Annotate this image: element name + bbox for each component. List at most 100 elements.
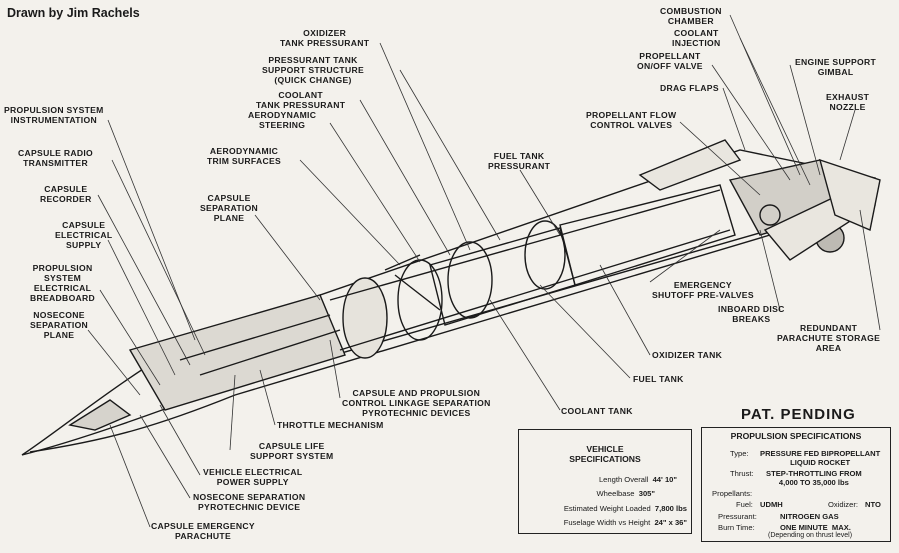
label-redundant-parachute-storage-area: REDUNDANT PARACHUTE STORAGE AREA xyxy=(777,323,881,353)
label-coolant-tank: COOLANT TANK xyxy=(561,406,633,416)
label-propellant-flow-control-valves: PROPELLANT FLOW CONTROL VALVES xyxy=(586,110,677,130)
label-oxidizer-tank-pressurant: OXIDIZER TANK PRESSURANT xyxy=(280,28,370,48)
leader-breadboard xyxy=(99,289,161,386)
leader-recorder xyxy=(97,194,191,366)
label-coolant-injection: COOLANT INJECTION xyxy=(672,28,721,48)
label-coolant-tank-pressurant: COOLANT TANK PRESSURANT xyxy=(256,90,346,110)
label-aerodynamic-trim-surfaces: AERODYNAMIC TRIM SURFACES xyxy=(207,146,282,166)
label-pressurant-tank-support: PRESSURANT TANK SUPPORT STRUCTURE (Quick… xyxy=(262,55,365,85)
propulsion-pressurant-value: NITROGEN GAS xyxy=(780,512,839,521)
label-combustion-chamber: COMBUSTION CHAMBER xyxy=(660,6,722,26)
leader-coolant-pressurant xyxy=(359,99,451,256)
leader-radio xyxy=(111,159,206,356)
leader-trim xyxy=(299,159,401,266)
capsule-section xyxy=(128,294,346,411)
propulsion-burn-value: ONE MINUTE MAX. xyxy=(780,523,851,532)
label-capsule-life-support-system: CAPSULE LIFE SUPPORT SYSTEM xyxy=(250,441,334,461)
leader-pressurant-support xyxy=(399,69,501,241)
leader-drag-flaps xyxy=(722,87,746,151)
leader-disc-brakes xyxy=(759,229,781,311)
leader-onoff-valve xyxy=(711,64,791,181)
fuselage-lower-line xyxy=(29,234,771,453)
label-fuel-tank: FUEL TANK xyxy=(633,374,684,384)
leader-flow-valves xyxy=(679,121,761,196)
propulsion-oxidizer-value: NTO xyxy=(865,500,881,509)
vehicle-spec-row: Estimated Weight Loaded 7,800 lbs xyxy=(563,504,687,513)
propulsion-oxidizer-key: Oxidizer: xyxy=(828,500,858,509)
vehicle-spec-row: Fuselage Width vs Height 24" x 36" xyxy=(563,518,687,527)
patent-pending: PAT. PENDING xyxy=(741,406,856,423)
label-capsule-radio-transmitter: CAPSULE RADIO TRANSMITTER xyxy=(18,148,94,168)
label-fuel-tank-pressurant: FUEL TANK PRESSURANT xyxy=(488,151,551,171)
propulsion-propellants-key: Propellants: xyxy=(712,489,753,498)
label-propellant-onoff-valve: PROPELLANT ON/OFF VALVE xyxy=(637,51,703,71)
propulsion-burn-note: (Depending on thrust level) xyxy=(768,532,853,539)
propulsion-type-value: PRESSURE FED BIPROPELLANT LIQUID ROCKET xyxy=(760,449,881,467)
vehicle-spec-row: Length Overall 44' 10" xyxy=(598,475,677,484)
tail-fin xyxy=(818,158,881,231)
label-capsule-propulsion-control-linkage: CAPSULE AND PROPULSION CONTROL LINKAGE S… xyxy=(342,388,491,418)
label-propulsion-system-electrical-breadboard: PROPULSION SYSTEM ELECTRICAL BREADBOARD xyxy=(30,263,96,303)
label-oxidizer-tank: OXIDIZER TANK xyxy=(652,350,723,360)
fuel-tank-body xyxy=(429,227,576,326)
leader-coolant-injection xyxy=(739,37,811,186)
label-nosecone-separation-plane: NOSECONE SEPARATION PLANE xyxy=(30,310,89,340)
oxidizer-tank-body xyxy=(559,184,736,286)
steering-struts xyxy=(384,254,441,311)
leader-coolant-tank xyxy=(489,299,561,411)
leader-oxidizer-tank xyxy=(599,264,651,356)
label-aerodynamic-steering: AERODYNAMIC STEERING xyxy=(248,110,317,130)
leader-oxidizer-pressurant xyxy=(379,42,471,251)
leader-aero-steering xyxy=(329,122,421,263)
propulsion-specifications-box: PROPULSION SPECIFICATIONS Type: PRESSURE… xyxy=(701,427,891,542)
vehicle-specifications-box: VEHICLE SPECIFICATIONS Length Overall 44… xyxy=(518,429,692,534)
leader-shutoff xyxy=(649,229,721,283)
leader-nosecone-pyro xyxy=(139,414,191,499)
propulsion-burn-key: Burn Time: xyxy=(718,523,755,532)
label-vehicle-electrical-power-supply: VEHICLE ELECTRICAL POWER SUPPLY xyxy=(203,467,303,487)
propulsion-fuel-value: UDMH xyxy=(760,500,783,509)
label-emergency-shutoff-prevalves: EMERGENCY SHUTOFF PRE-VALVES xyxy=(652,280,754,300)
leader-electrical-supply xyxy=(107,239,176,376)
nosecone-window xyxy=(68,399,132,431)
label-capsule-separation-plane: CAPSULE SEPARATION PLANE xyxy=(200,193,259,223)
interior-linkage xyxy=(179,189,731,376)
drag-flap-upper xyxy=(638,139,742,191)
wheel-rear xyxy=(759,204,781,226)
label-propulsion-system-instrumentation: PROPULSION SYSTEM INSTRUMENTATION xyxy=(4,105,104,125)
leader-life-support xyxy=(229,374,236,451)
credit-text: Drawn by Jim Rachels xyxy=(7,6,140,20)
vehicle-specs-heading: VEHICLE SPECIFICATIONS xyxy=(569,444,641,464)
propulsion-fuel-key: Fuel: xyxy=(736,500,753,509)
propulsion-type-key: Type: xyxy=(730,449,749,458)
leader-parachute-area xyxy=(859,209,881,331)
propulsion-thrust-value: STEP-THROTTLING FROM 4,000 TO 35,000 lbs xyxy=(766,469,862,487)
leader-exhaust xyxy=(839,109,856,161)
label-drag-flaps: DRAG FLAPS xyxy=(660,83,719,93)
leader-fuel-tank xyxy=(539,284,631,379)
label-capsule-emergency-parachute: CAPSULE EMERGENCY PARACHUTE xyxy=(151,521,255,541)
leader-gimbal xyxy=(789,64,821,176)
label-exhaust-nozzle: EXHAUST NOZZLE xyxy=(826,92,870,112)
leader-nosecone-sep xyxy=(87,329,141,396)
label-throttle-mechanism: THROTTLE MECHANISM xyxy=(277,420,384,430)
label-capsule-electrical-supply: CAPSULE ELECTRICAL SUPPLY xyxy=(55,220,113,250)
label-nosecone-separation-pyrotechnic-device: NOSECONE SEPARATION PYROTECHNIC DEVICE xyxy=(193,492,306,512)
leader-power-supply xyxy=(159,404,201,476)
label-capsule-recorder: CAPSULE RECORDER xyxy=(40,184,92,204)
tank-ring-2 xyxy=(397,259,443,341)
leader-linkage xyxy=(329,339,341,399)
leader-emergency-chute xyxy=(109,424,151,528)
leader-throttle xyxy=(259,369,276,426)
label-inboard-disc-breaks: INBOARD DISC BREAKS xyxy=(718,304,785,324)
label-engine-support-gimbal: ENGINE SUPPORT GIMBAL xyxy=(795,57,877,77)
leader-capsule-sep xyxy=(254,214,321,301)
tank-ring-4 xyxy=(524,220,566,290)
propulsion-pressurant-key: Pressurant: xyxy=(718,512,757,521)
leader-fuel-pressurant xyxy=(519,169,561,236)
propulsion-specs-heading: PROPULSION SPECIFICATIONS xyxy=(730,431,862,441)
vehicle-spec-row: Wheelbase 305" xyxy=(596,489,655,498)
tank-ring-1 xyxy=(342,277,388,359)
propulsion-thrust-key: Thrust: xyxy=(730,469,754,478)
